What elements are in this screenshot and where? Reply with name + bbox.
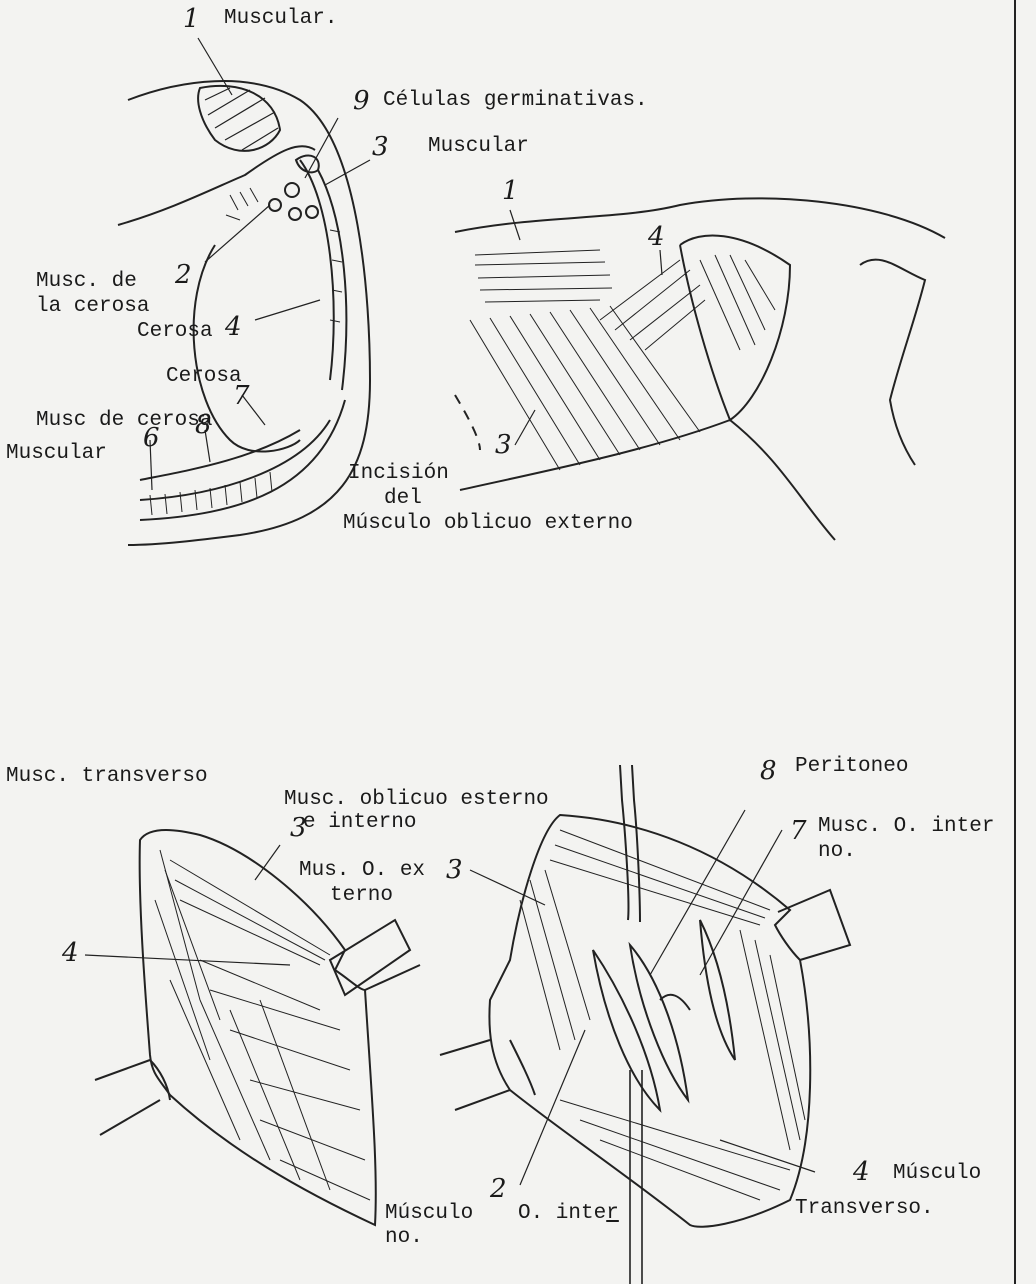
- caption-incision: Incisión: [348, 463, 449, 484]
- label-number-7: 7: [233, 383, 250, 409]
- label-o-interno-text: O. inte: [518, 1202, 606, 1225]
- label-musc-o-interno-line1: Musc. O. inter: [818, 816, 994, 837]
- label-number-4-right: 4: [648, 224, 665, 250]
- label-cerosa-4: Cerosa: [137, 321, 213, 342]
- label-musc-cerosa-line2: la cerosa: [36, 296, 149, 317]
- cross-section-drawing: [118, 38, 370, 545]
- caption-musculo-oblicuo-externo: Músculo oblicuo externo: [343, 513, 633, 534]
- label-number-2: 2: [175, 262, 192, 288]
- label-number-8-br: 8: [760, 758, 777, 784]
- label-muscular-3: Muscular: [428, 136, 529, 157]
- label-number-1: 1: [183, 6, 200, 32]
- label-muscular-1: Muscular.: [224, 8, 337, 29]
- label-number-4: 4: [225, 314, 242, 340]
- label-number-2-br: 2: [490, 1176, 507, 1202]
- label-peritoneo: Peritoneo: [795, 756, 908, 777]
- label-musc-transverso: Musc. transverso: [6, 766, 208, 787]
- label-musculo-transverso-line1: Músculo: [893, 1163, 981, 1184]
- label-number-4-br: 4: [853, 1159, 870, 1185]
- label-musculo-o-interno-line2: no.: [385, 1227, 423, 1248]
- label-cerosa-7: Cerosa: [166, 366, 242, 387]
- label-musc-de-cerosa: Musc de cerosa: [36, 410, 212, 431]
- label-musculo-o-interno-line1: Músculo: [385, 1203, 473, 1224]
- label-oblicuo-line1: Musc. oblicuo esterno: [284, 789, 549, 810]
- label-musc-cerosa-line1: Musc. de: [36, 271, 137, 292]
- label-muscular-6: Muscular: [6, 443, 107, 464]
- label-number-1-right: 1: [502, 178, 519, 204]
- label-number-9: 9: [353, 88, 370, 114]
- label-celulas-germinativas: Células germinativas.: [383, 90, 648, 111]
- oblique-incision-drawing: [455, 198, 945, 540]
- label-number-6: 6: [143, 425, 160, 451]
- label-mus-o-externo-line2: terno: [330, 885, 393, 906]
- label-o-interno-underlined: r: [606, 1202, 619, 1225]
- label-number-3-right: 3: [495, 432, 512, 458]
- internal-oblique-drawing: [440, 765, 850, 1284]
- label-number-7-br: 7: [790, 818, 807, 844]
- label-musculo-transverso-line2: Transverso.: [795, 1198, 934, 1219]
- label-number-3: 3: [372, 134, 389, 160]
- label-oblicuo-line2: e interno: [303, 812, 416, 833]
- label-number-8: 8: [195, 412, 212, 438]
- caption-del: del: [384, 488, 422, 509]
- label-number-4-bl: 4: [62, 940, 79, 966]
- label-number-3-br: 3: [446, 857, 463, 883]
- label-mus-o-externo-line1: Mus. O. ex: [299, 860, 425, 881]
- label-o-interno: O. inter: [518, 1203, 619, 1224]
- label-musc-o-interno-line2: no.: [818, 841, 856, 862]
